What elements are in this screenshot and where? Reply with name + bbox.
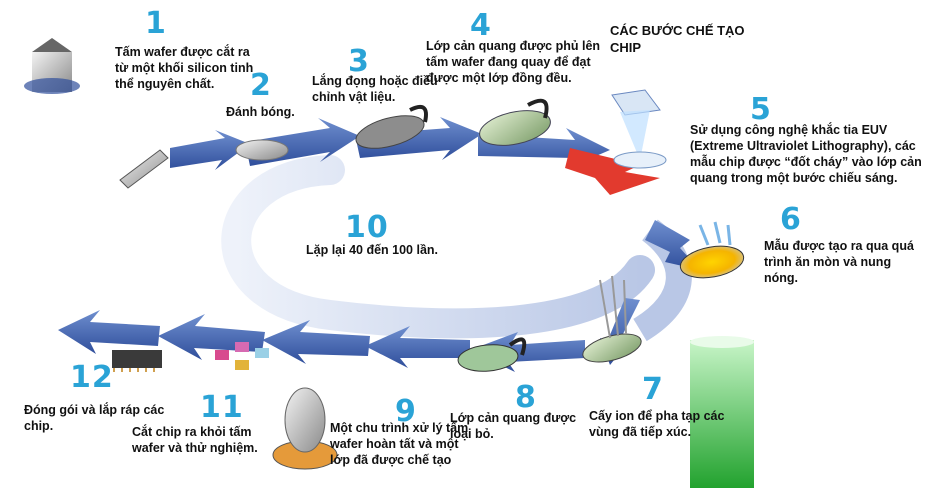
euv-projector-icon <box>611 89 667 169</box>
step-number-1: 1 <box>145 6 167 41</box>
coated-wafer-icon <box>479 98 551 146</box>
step-text-12: Đóng gói và lắp ráp các chip. <box>24 403 165 433</box>
step-number-12: 12 <box>70 360 114 395</box>
step-text-11: Cắt chip ra khỏi tấm wafer và thử nghiệm… <box>132 425 258 455</box>
saw-blade-icon <box>119 149 169 189</box>
ingot-icon <box>24 38 80 94</box>
packaged-chip-icon <box>112 350 162 372</box>
step-number-2: 2 <box>250 68 272 103</box>
green-beam-icon <box>690 336 754 488</box>
etched-wafer-icon <box>679 221 745 279</box>
step-text-1: Tấm wafer được cắt ra từ một khối silico… <box>115 45 254 91</box>
step-number-3: 3 <box>348 44 370 79</box>
diagram-title: CÁC BƯỚC CHẾ TẠO CHIP <box>610 23 745 55</box>
step-text-4: Lớp cản quang được phủ lên tấm wafer đan… <box>426 39 601 85</box>
step-number-7: 7 <box>642 372 664 407</box>
step-text-9: Một chu trình xử lý tấm wafer hoàn tất v… <box>330 421 469 467</box>
stripped-wafer-icon <box>457 337 527 372</box>
step-text-7: Cấy ion để pha tạp các vùng đã tiếp xúc. <box>589 409 725 439</box>
step-text-3: Lắng đọng hoặc điều chỉnh vật liệu. <box>312 74 438 104</box>
step-text-2: Đánh bóng. <box>226 105 295 119</box>
step-number-6: 6 <box>780 202 802 237</box>
step-number-4: 4 <box>470 8 492 43</box>
step-number-8: 8 <box>515 380 537 415</box>
step-number-11: 11 <box>200 390 244 425</box>
step-number-5: 5 <box>750 92 772 127</box>
polished-wafer-icon <box>235 139 289 161</box>
tested-chips-icon <box>215 342 269 370</box>
step-text-6: Mẫu được tạo ra qua quá trình ăn mòn và … <box>764 239 914 285</box>
step-text-5: Sử dụng công nghệ khắc tia EUV (Extreme … <box>690 123 922 185</box>
deposition-wafer-icon <box>355 105 428 149</box>
step-number-10: 10 <box>345 210 389 245</box>
step-text-8: Lớp cản quang được loại bỏ. <box>450 411 577 441</box>
ion-implant-wafer-icon <box>582 275 642 363</box>
step-text-10: Lặp lại 40 đến 100 lần. <box>306 243 439 257</box>
completed-wafer-icon <box>272 387 338 470</box>
step-number-9: 9 <box>395 394 417 429</box>
